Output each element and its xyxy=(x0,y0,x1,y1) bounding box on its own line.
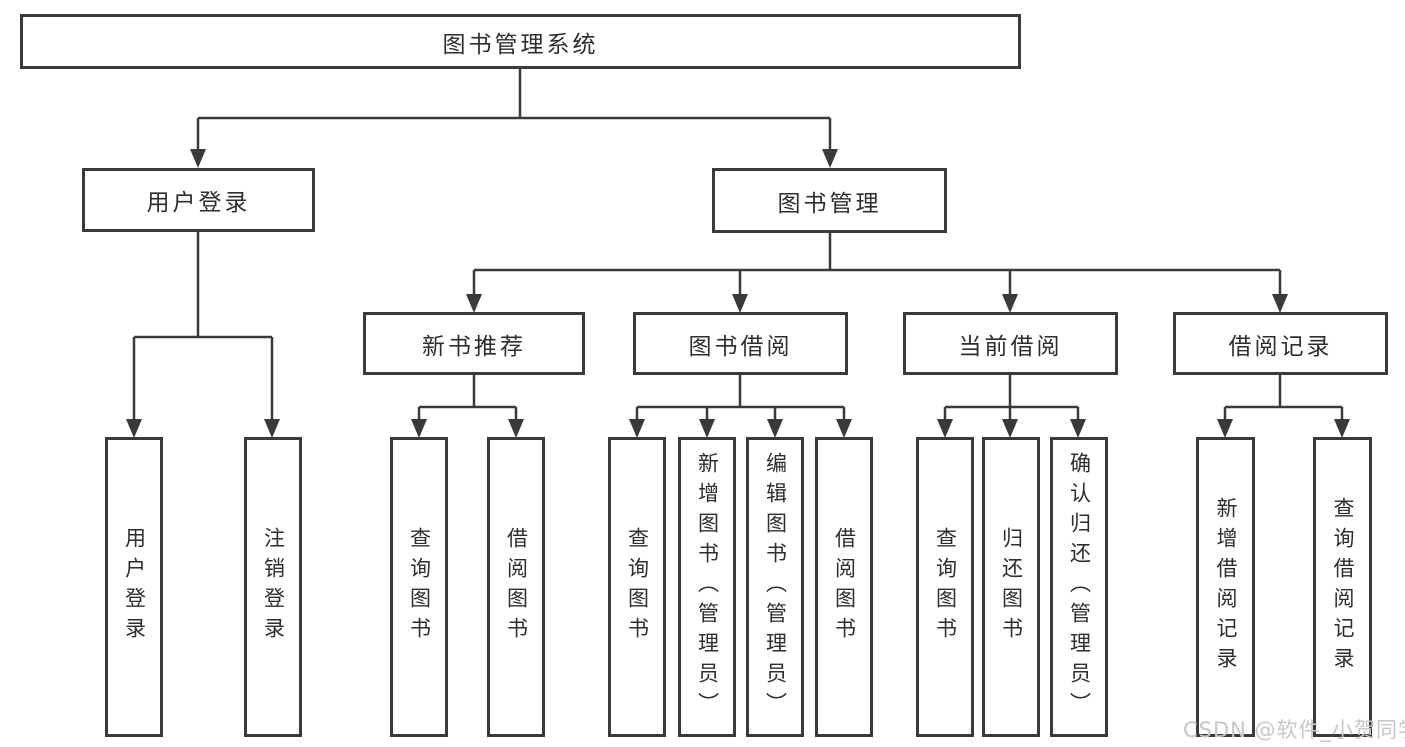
arrow-icon xyxy=(1002,419,1018,438)
leaf-borrow-add-books-admin: 新增图书（管理员） xyxy=(678,437,736,737)
node-root-label: 图书管理系统 xyxy=(442,31,599,58)
arrow-icon xyxy=(1217,419,1233,438)
leaf-current-return-books-label: 归还图书 xyxy=(999,527,1024,647)
leaf-newbook-borrow-books-label: 借阅图书 xyxy=(504,527,529,647)
arrow-icon xyxy=(466,294,482,313)
arrow-icon xyxy=(190,149,206,168)
leaf-current-query-books: 查询图书 xyxy=(916,437,974,737)
arrow-icon xyxy=(836,419,852,438)
connector-userlogin-to-leaves xyxy=(132,232,274,421)
arrow-icon xyxy=(937,419,953,438)
leaf-borrow-query-books-label: 查询图书 xyxy=(625,527,650,647)
connector-currentborrow-to-leaves xyxy=(943,375,1080,421)
node-book-borrow-label: 图书借阅 xyxy=(688,333,793,360)
leaf-logout: 注销登录 xyxy=(244,437,302,737)
connector-bookmgmt-to-level2 xyxy=(472,233,1282,296)
arrow-icon xyxy=(699,419,715,438)
connector-bookborrow-to-leaves xyxy=(635,375,846,421)
leaf-newbook-borrow-books: 借阅图书 xyxy=(487,437,545,737)
leaf-logout-label: 注销登录 xyxy=(261,527,286,647)
node-borrow-record: 借阅记录 xyxy=(1173,312,1388,375)
arrow-icon xyxy=(1070,419,1086,438)
csdn-watermark: CSDN @软件_小贺同学 xyxy=(1183,718,1405,742)
leaf-record-query-label: 查询借阅记录 xyxy=(1331,497,1355,677)
node-root: 图书管理系统 xyxy=(20,14,1021,69)
connector-root-to-level1 xyxy=(196,69,832,151)
leaf-borrow-query-books: 查询图书 xyxy=(608,437,666,737)
leaf-borrow-add-books-admin-label: 新增图书（管理员） xyxy=(695,452,720,722)
node-user-login: 用户登录 xyxy=(82,168,315,232)
node-current-borrow-label: 当前借阅 xyxy=(958,333,1063,360)
arrow-icon xyxy=(1002,294,1018,313)
arrow-icon xyxy=(767,419,783,438)
arrow-icon xyxy=(508,419,524,438)
leaf-borrow-edit-books-admin-label: 编辑图书（管理员） xyxy=(763,452,788,722)
arrow-icon xyxy=(411,419,427,438)
leaf-current-confirm-return-admin: 确认归还（管理员） xyxy=(1050,437,1108,737)
leaf-borrow-edit-books-admin: 编辑图书（管理员） xyxy=(746,437,804,737)
arrow-icon xyxy=(1334,419,1350,438)
node-current-borrow: 当前借阅 xyxy=(903,312,1118,375)
arrow-icon xyxy=(126,419,142,438)
leaf-user-login: 用户登录 xyxy=(105,437,163,737)
leaf-current-confirm-return-admin-label: 确认归还（管理员） xyxy=(1067,452,1092,722)
leaf-newbook-query-books-label: 查询图书 xyxy=(407,527,432,647)
arrow-icon xyxy=(629,419,645,438)
leaf-current-query-books-label: 查询图书 xyxy=(933,527,958,647)
connector-borrowrecord-to-leaves xyxy=(1223,375,1344,421)
arrow-icon xyxy=(822,149,838,168)
node-book-management: 图书管理 xyxy=(712,168,947,233)
connector-newbook-to-leaves xyxy=(417,375,518,421)
leaf-newbook-query-books: 查询图书 xyxy=(390,437,448,737)
node-book-borrow: 图书借阅 xyxy=(633,312,848,375)
leaf-record-add: 新增借阅记录 xyxy=(1196,437,1255,737)
node-user-login-label: 用户登录 xyxy=(146,190,251,216)
arrow-icon xyxy=(732,294,748,313)
leaf-borrow-borrow-books: 借阅图书 xyxy=(815,437,873,737)
node-new-book-recommend-label: 新书推荐 xyxy=(422,333,526,360)
node-book-management-label: 图书管理 xyxy=(777,190,882,217)
arrow-icon xyxy=(264,419,280,438)
leaf-user-login-label: 用户登录 xyxy=(122,527,147,647)
leaf-current-return-books: 归还图书 xyxy=(982,437,1040,737)
arrow-icon xyxy=(1272,294,1288,313)
leaf-borrow-borrow-books-label: 借阅图书 xyxy=(832,527,857,647)
node-new-book-recommend: 新书推荐 xyxy=(363,312,585,375)
node-borrow-record-label: 借阅记录 xyxy=(1228,333,1333,360)
leaf-record-add-label: 新增借阅记录 xyxy=(1214,497,1238,677)
leaf-record-query: 查询借阅记录 xyxy=(1313,437,1372,737)
